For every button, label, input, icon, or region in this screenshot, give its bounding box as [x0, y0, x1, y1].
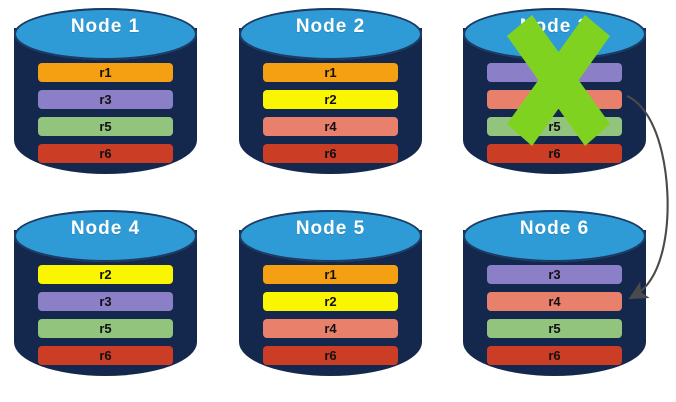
node-title: Node 4	[70, 218, 141, 239]
replica-bar-r5[interactable]: r5	[38, 117, 173, 136]
node-cylinder-6[interactable]: Node 6 r3 r4 r5 r6	[463, 210, 646, 389]
replica-bar-r4[interactable]: r4	[263, 319, 398, 338]
replica-bar-r3[interactable]: r3	[487, 265, 622, 284]
node-title: Node 5	[295, 218, 366, 239]
node-cylinder-2[interactable]: Node 2 r1 r2 r4 r6	[239, 8, 422, 187]
replica-bar-r6[interactable]: r6	[38, 346, 173, 365]
node-cylinder-3[interactable]: Node 3r3r4r5r6	[463, 8, 646, 187]
replica-list: r2 r3 r5 r6	[38, 265, 173, 365]
node-cylinder-5[interactable]: Node 5 r1 r2 r4 r6	[239, 210, 422, 389]
replica-bar-r1[interactable]: r1	[38, 63, 173, 82]
replica-list: r1 r2 r4 r6	[263, 63, 398, 163]
replica-bar-r6[interactable]: r6	[487, 346, 622, 365]
cylinder-top-disc	[239, 8, 422, 60]
replica-bar-r6[interactable]: r6	[263, 346, 398, 365]
cylinder-top-disc	[14, 210, 197, 262]
replica-bar-r2[interactable]: r2	[263, 292, 398, 311]
replica-list: r1 r3 r5 r6	[38, 63, 173, 163]
replica-bar-r5[interactable]: r5	[487, 319, 622, 338]
node-cylinder-4[interactable]: Node 4 r2 r3 r5 r6	[14, 210, 197, 389]
cylinder-top-disc	[463, 210, 646, 262]
node-title: Node 6	[519, 218, 590, 239]
replica-bar-r1[interactable]: r1	[263, 265, 398, 284]
replica-bar-r4[interactable]: r4	[487, 292, 622, 311]
node-title: Node 2	[295, 16, 366, 37]
failure-x-icon	[507, 15, 610, 146]
replica-bar-r3[interactable]: r3	[38, 292, 173, 311]
replica-bar-r2[interactable]: r2	[38, 265, 173, 284]
replica-bar-r6[interactable]: r6	[487, 144, 622, 163]
cylinder-top-disc	[14, 8, 197, 60]
replica-bar-r2[interactable]: r2	[263, 90, 398, 109]
replica-bar-r3[interactable]: r3	[38, 90, 173, 109]
cylinder-top-disc	[239, 210, 422, 262]
replica-bar-r1[interactable]: r1	[263, 63, 398, 82]
replica-bar-r4[interactable]: r4	[263, 117, 398, 136]
replica-bar-r5[interactable]: r5	[38, 319, 173, 338]
node-title: Node 1	[70, 16, 141, 37]
replica-bar-r6[interactable]: r6	[38, 144, 173, 163]
replica-bar-r6[interactable]: r6	[263, 144, 398, 163]
node-cylinder-1[interactable]: Node 1 r1 r3 r5 r6	[14, 8, 197, 187]
replica-list: r3 r4 r5 r6	[487, 265, 622, 365]
x-stroke	[507, 15, 610, 146]
replica-list: r1 r2 r4 r6	[263, 265, 398, 365]
